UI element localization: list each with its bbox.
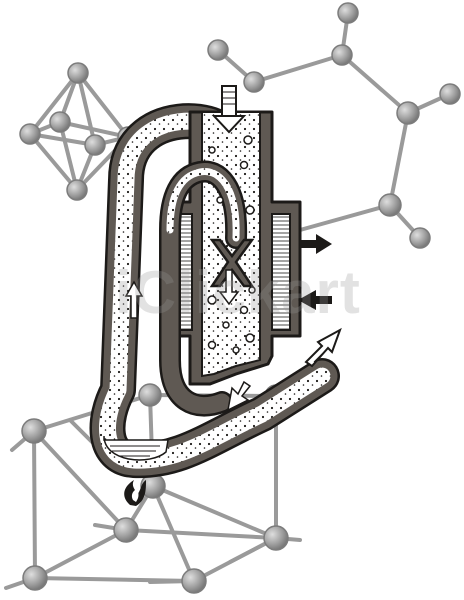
exit-arrow-icon [304,327,342,368]
right-panel [271,213,291,331]
center-down-arrow-icon [218,269,240,306]
apparatus [89,85,342,506]
inflow-arrow-icon [298,290,332,310]
up-arrow-icon [124,280,144,319]
down-arrow-icon [211,85,247,134]
cross-fitting [209,238,255,288]
loop-tube-interior [99,112,331,469]
liquid-lines [110,445,160,457]
diagonal-arrow-icon [226,380,252,412]
flame-icon [124,480,146,506]
molecule-models [4,2,461,594]
outflow-arrow-icon [300,234,332,254]
bulb-liquid [103,435,169,461]
bubbles [207,135,256,354]
